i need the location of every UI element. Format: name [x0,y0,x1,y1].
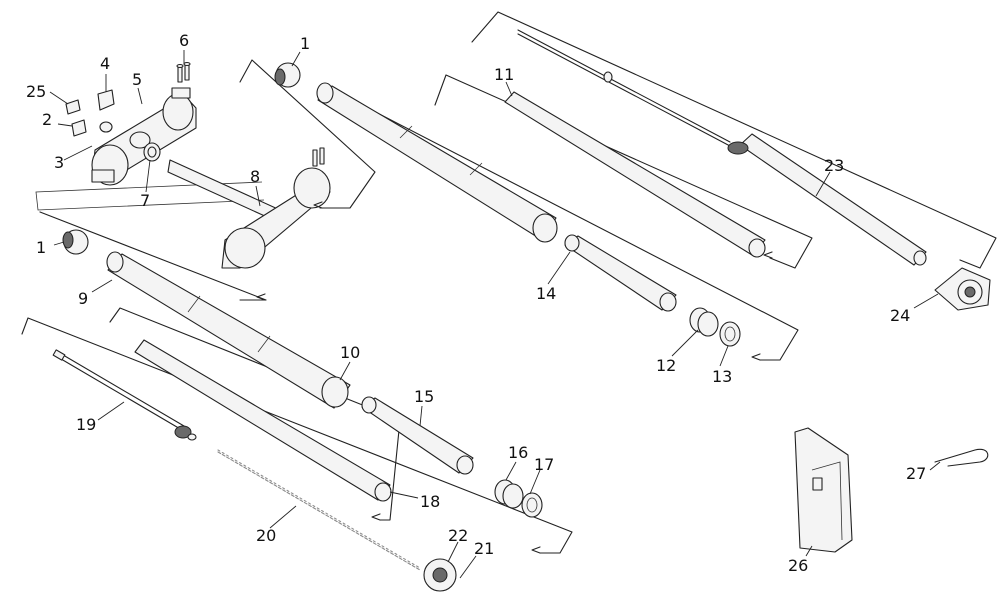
callout-24: 24 [890,306,911,325]
callout-1-lower: 1 [36,238,47,257]
triple-clamp-lower [167,147,331,269]
callout-19: 19 [76,415,97,434]
callout-18: 18 [420,492,441,511]
bolt-set-6 [176,61,191,83]
axle-foot-left [423,558,457,592]
triple-clamp-upper [91,87,197,186]
panel-right-inner [434,74,813,269]
top-cap-lower [62,229,89,255]
callout-17: 17 [534,455,555,474]
panel-crown-lower [35,181,265,211]
callout-23: 23 [824,156,845,175]
bushing-tube-15 [361,396,474,475]
callout-26: 26 [788,556,809,575]
panel-arrows [256,201,773,554]
callout-3: 3 [54,153,65,172]
panel-damper [471,11,997,269]
top-cap-upper [274,62,301,88]
fork-guard-26 [794,427,853,553]
callout-12: 12 [656,356,677,375]
seal-rings-left [494,479,543,518]
callout-15: 15 [414,387,435,406]
cartridge-tube-left [134,339,392,502]
callout-5: 5 [132,70,143,89]
callout-6: 6 [179,31,190,50]
callout-22: 22 [448,526,469,545]
bushing-tube-14 [564,234,677,312]
callout-9: 9 [78,289,89,308]
panel-crown-upper [239,59,376,209]
upper-tube-left [106,251,351,409]
panel-left-leg [21,317,573,554]
clip-27 [934,448,989,467]
clamp-parts-2-4-25 [65,89,115,137]
spring-20 [217,449,421,571]
callout-25: 25 [26,82,47,101]
cartridge-tube-right [504,91,766,258]
washer-7 [143,142,161,162]
callout-1-upper: 1 [300,34,311,53]
callout-11: 11 [494,65,515,84]
panel-stanchion-left [39,211,267,301]
callout-27: 27 [906,464,927,483]
damper-cartridge-23 [517,29,927,266]
axle-foot-right [934,267,991,311]
callout-2: 2 [42,110,53,129]
callout-14: 14 [536,284,557,303]
callout-16: 16 [508,443,529,462]
callout-8: 8 [250,167,261,186]
callout-21: 21 [474,539,495,558]
callout-10: 10 [340,343,361,362]
leader-lines [49,50,941,579]
callout-20: 20 [256,526,277,545]
callout-4: 4 [100,54,111,73]
seal-rings-right [689,307,741,347]
callout-7: 7 [140,191,151,210]
damper-rod-19 [52,349,197,441]
callout-13: 13 [712,367,733,386]
upper-tube-right [316,82,558,243]
